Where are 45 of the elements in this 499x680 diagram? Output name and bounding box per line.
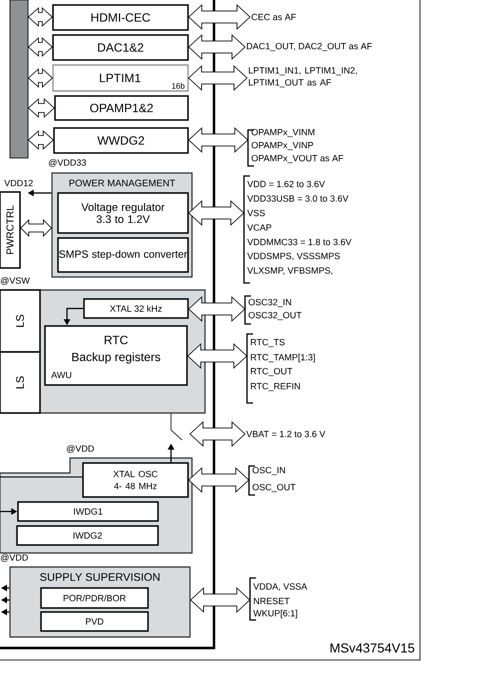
double-arrow: [188, 4, 251, 30]
signal-list: OPAMPx_VINM OPAMPx_VINP OPAMPx_VOUT as AF: [247, 128, 344, 167]
block-box: XTAL 32 kHz: [83, 298, 189, 319]
block-box: WWDG2: [53, 127, 189, 154]
block-box: IWDG1: [17, 501, 159, 522]
block-box: DAC1&2: [52, 34, 189, 61]
block-box: IWDG2: [16, 525, 159, 546]
control-box: PWRCTRL: [0, 191, 21, 269]
block-box: XTAL OSC 4- 48 MHz: [82, 462, 189, 498]
double-arrow: [188, 467, 250, 493]
signal-list: OSC_IN OSC_OUT: [248, 465, 296, 496]
block-box: LS: [0, 351, 41, 414]
block-box: PVD: [40, 611, 149, 632]
signal-label: VDD12: [4, 180, 33, 186]
double-arrow: [188, 65, 248, 91]
signal-list: OSC32_IN OSC32_OUT: [244, 295, 302, 325]
block-box: POR/PDR/BOR: [40, 587, 149, 609]
double-arrow: [188, 296, 246, 322]
signal-label: VBAT = 1.2 to 3.6 V: [246, 430, 326, 438]
pin-label: @VSW: [0, 277, 30, 285]
signal-list: RTC_TS RTC_TAMP[1:3] RTC_OUT RTC_REFIN: [246, 333, 315, 404]
double-arrow: [188, 34, 246, 60]
node-label: @VDD: [0, 554, 28, 562]
signal-label: CEC as AF: [252, 14, 296, 20]
block-box: HDMI-CEC: [52, 4, 189, 31]
signal-label: LPTIM1_IN1, LPTIM1_IN2, LPTIM1_OUT as AF: [248, 67, 357, 88]
block-box: Voltage regulator 3.3 to 1.2V: [57, 192, 189, 234]
node-label: @VDD: [66, 445, 94, 453]
block-box: OPAMP1&2: [54, 95, 189, 121]
block-box: SMPS step-down converter: [57, 237, 189, 273]
signal-line: [0, 476, 83, 478]
double-arrow: [188, 127, 248, 153]
node-label: @VDD33: [48, 159, 86, 167]
block-box: LPTIM1 16b: [52, 64, 189, 92]
double-arrow: [190, 587, 250, 613]
double-arrow: [188, 200, 244, 226]
double-arrow: [187, 343, 248, 369]
signal-list: VDDA, VSSA NRESET WKUP[6:1]: [249, 577, 308, 621]
signal-list: VDD = 1.62 to 3.6V VDD33USB = 3.0 to 3.6V VSS VCAP VDDMMC33 = 1.8 to 3.6V VDDSMPS, VSSSMPS VLXSMP, VFBSMPS,: [243, 175, 352, 284]
bus-bar: [10, 0, 28, 158]
block-box: LS: [0, 289, 41, 353]
signal-label: DAC1_OUT, DAC2_OUT as AF: [246, 42, 372, 52]
double-arrow: [20, 219, 52, 237]
block-box: RTC Backup registers AWU: [44, 325, 188, 386]
figure-code: MSv43754V15: [330, 643, 414, 653]
